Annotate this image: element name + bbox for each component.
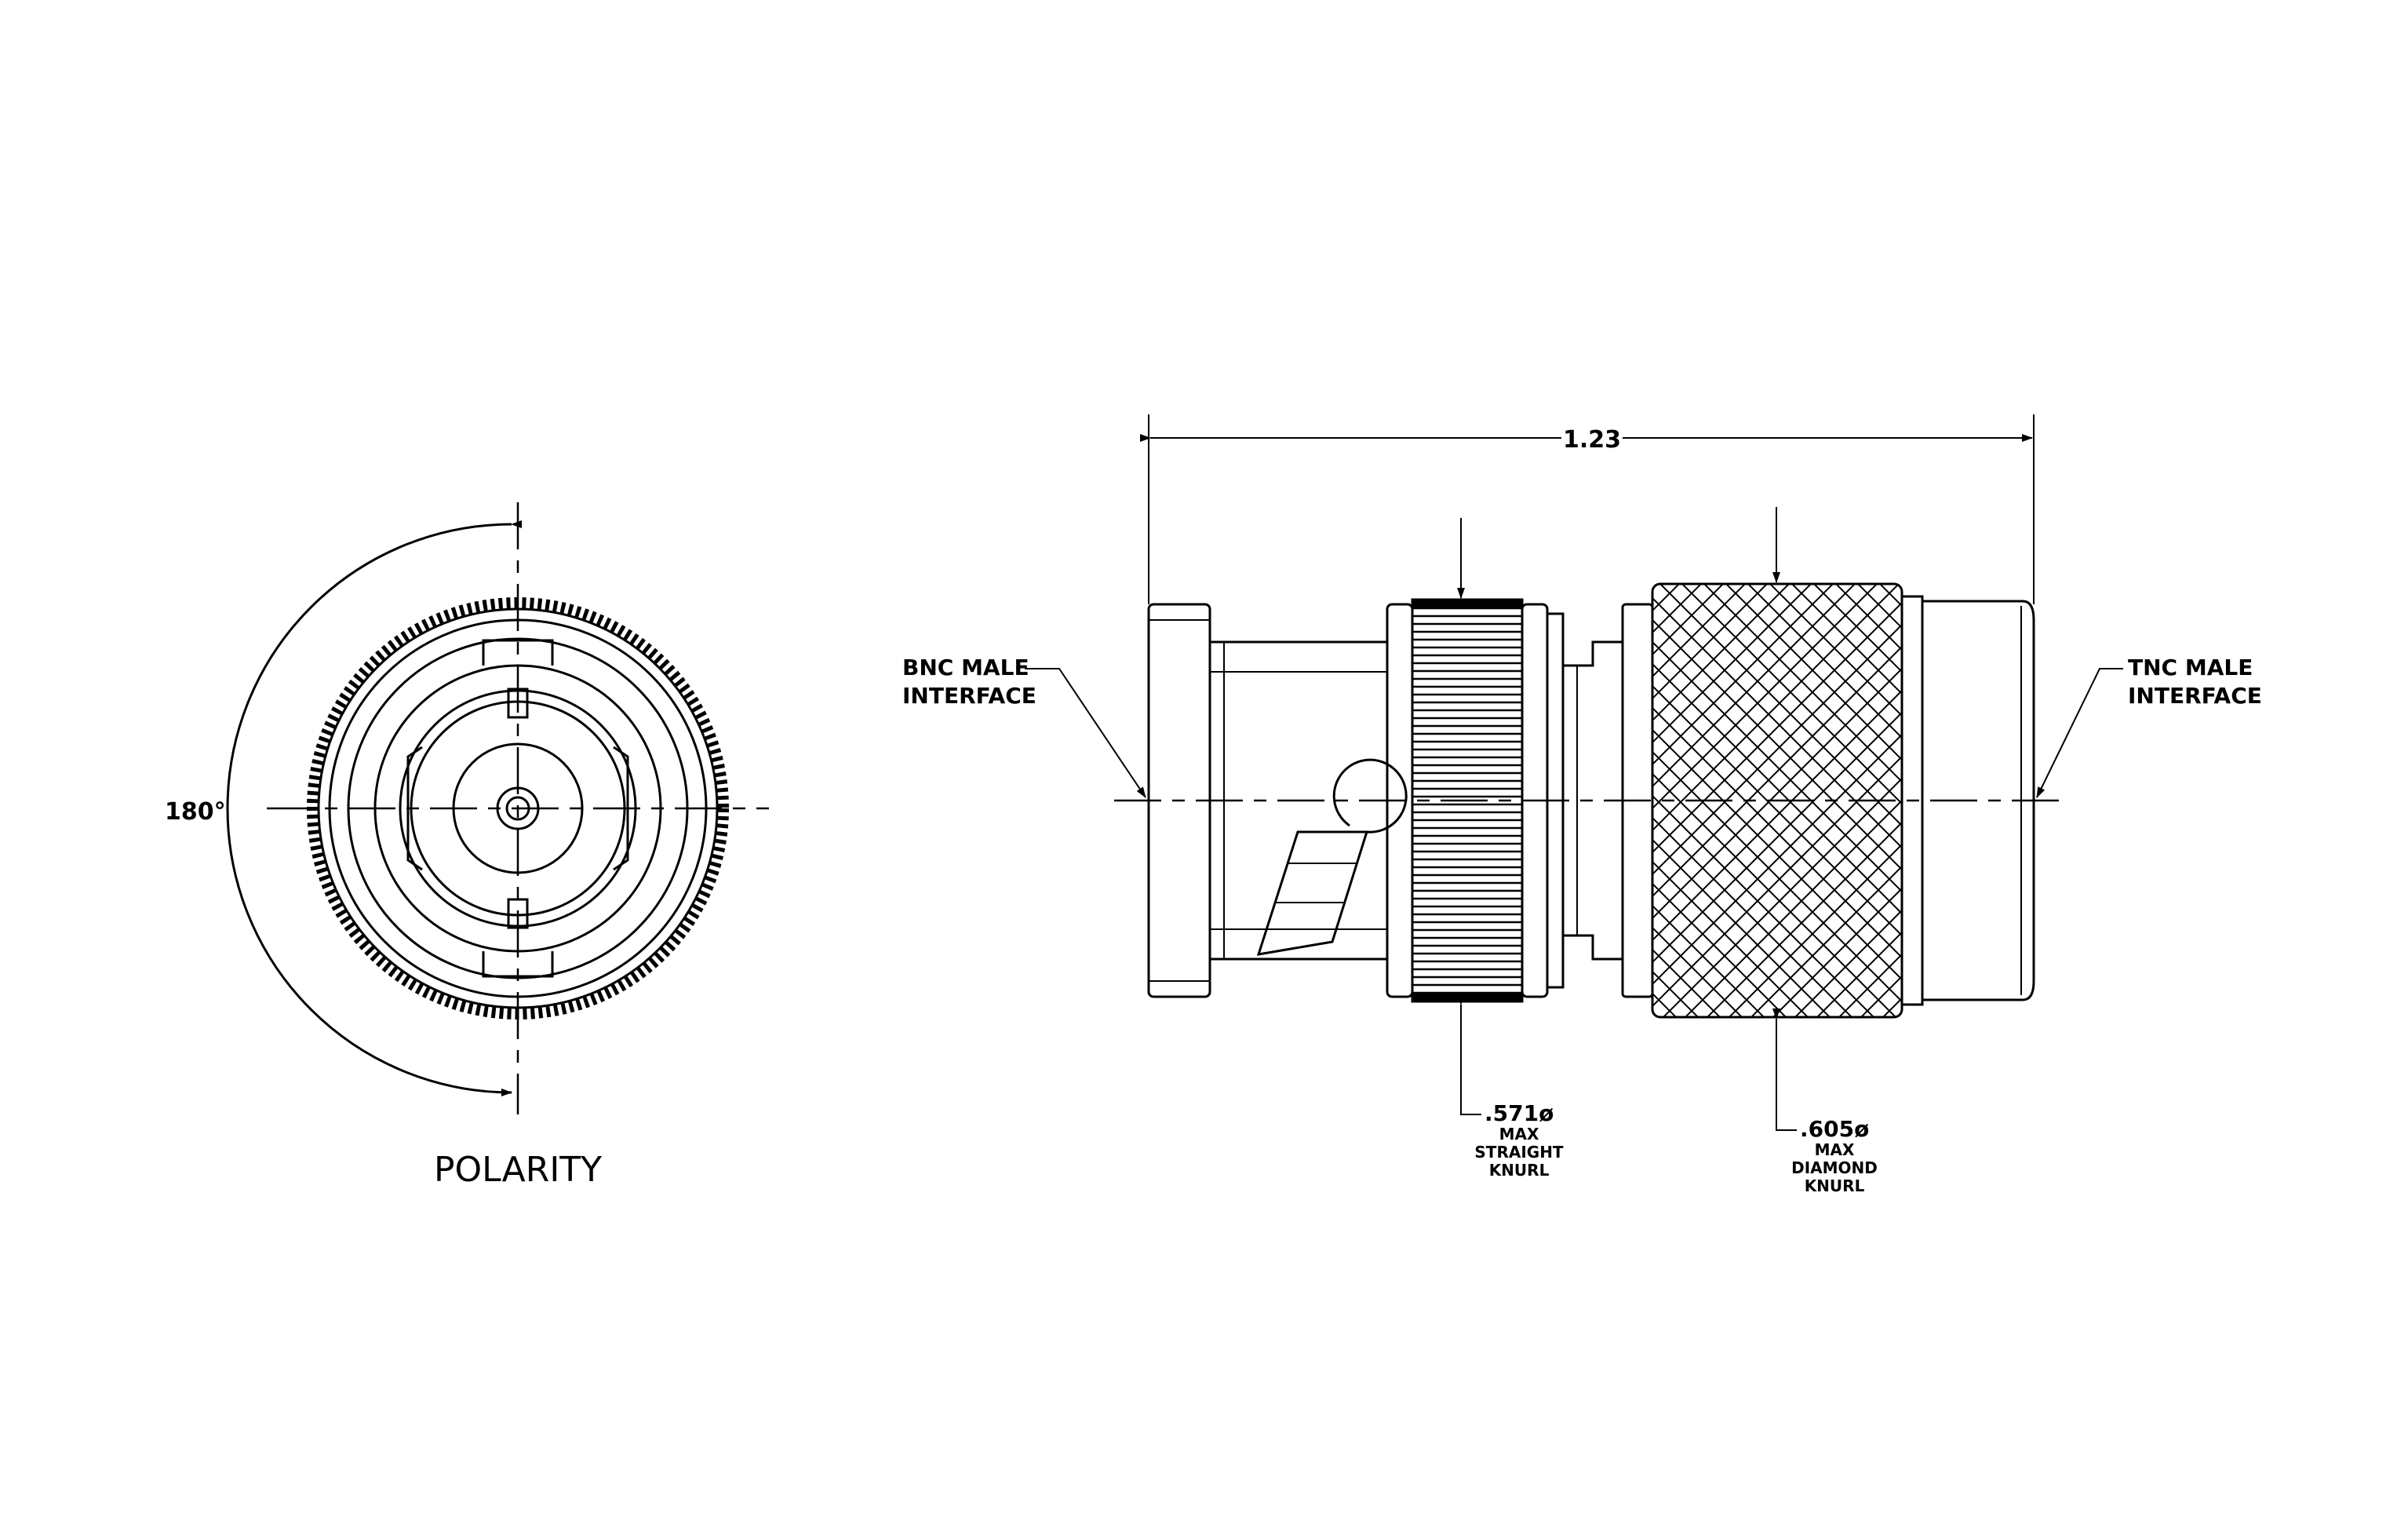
tnc-interface-label-line2: INTERFACE bbox=[2128, 683, 2262, 709]
end-view: 180° POLARITY bbox=[165, 502, 769, 1190]
diamond-knurl-dia: .605ø bbox=[1800, 1116, 1869, 1142]
diamond-knurl-line2: DIAMOND bbox=[1791, 1158, 1878, 1177]
bnc-front-flange bbox=[1147, 603, 1211, 998]
bnc-interface-leader bbox=[1025, 668, 1146, 798]
slot-left bbox=[406, 746, 423, 871]
diamond-knurl bbox=[1651, 582, 1903, 1019]
straight-knurl-line1: MAX bbox=[1499, 1125, 1539, 1143]
tnc-interface-leader bbox=[2036, 668, 2123, 798]
tnc-interface-label-line1: TNC MALE bbox=[2128, 655, 2253, 680]
bnc-interface-label-line1: BNC MALE bbox=[902, 655, 1029, 680]
diamond-knurl-bottom-leader bbox=[1772, 1009, 1797, 1131]
tnc-body bbox=[1922, 600, 2035, 1001]
straight-knurl bbox=[1411, 598, 1524, 1003]
angle-label: 180° bbox=[165, 798, 226, 826]
straight-knurl-bottom-leader bbox=[1457, 994, 1481, 1115]
bayonet-pin bbox=[1332, 758, 1408, 833]
end-view-caption: POLARITY bbox=[434, 1150, 602, 1190]
straight-knurl-dia: .571ø bbox=[1485, 1100, 1554, 1126]
bayonet-slot bbox=[1256, 830, 1369, 956]
straight-knurl-bottom-band bbox=[1412, 992, 1522, 1001]
overall-length-label: 1.23 bbox=[1563, 426, 1621, 454]
straight-knurl-top-band bbox=[1412, 600, 1522, 609]
polarity-arc bbox=[226, 520, 523, 1096]
straight-knurl-line3: KNURL bbox=[1489, 1161, 1550, 1180]
slot-right bbox=[613, 746, 629, 871]
side-view: 1.23 BNC bbox=[902, 414, 2262, 1195]
tnc-nut-rear-ring bbox=[1900, 595, 1924, 1006]
diamond-knurl-line3: KNURL bbox=[1805, 1176, 1865, 1195]
bnc-interface-label-line2: INTERFACE bbox=[902, 683, 1036, 709]
straight-knurl-line2: STRAIGHT bbox=[1474, 1143, 1564, 1162]
diamond-knurl-line1: MAX bbox=[1815, 1140, 1855, 1159]
